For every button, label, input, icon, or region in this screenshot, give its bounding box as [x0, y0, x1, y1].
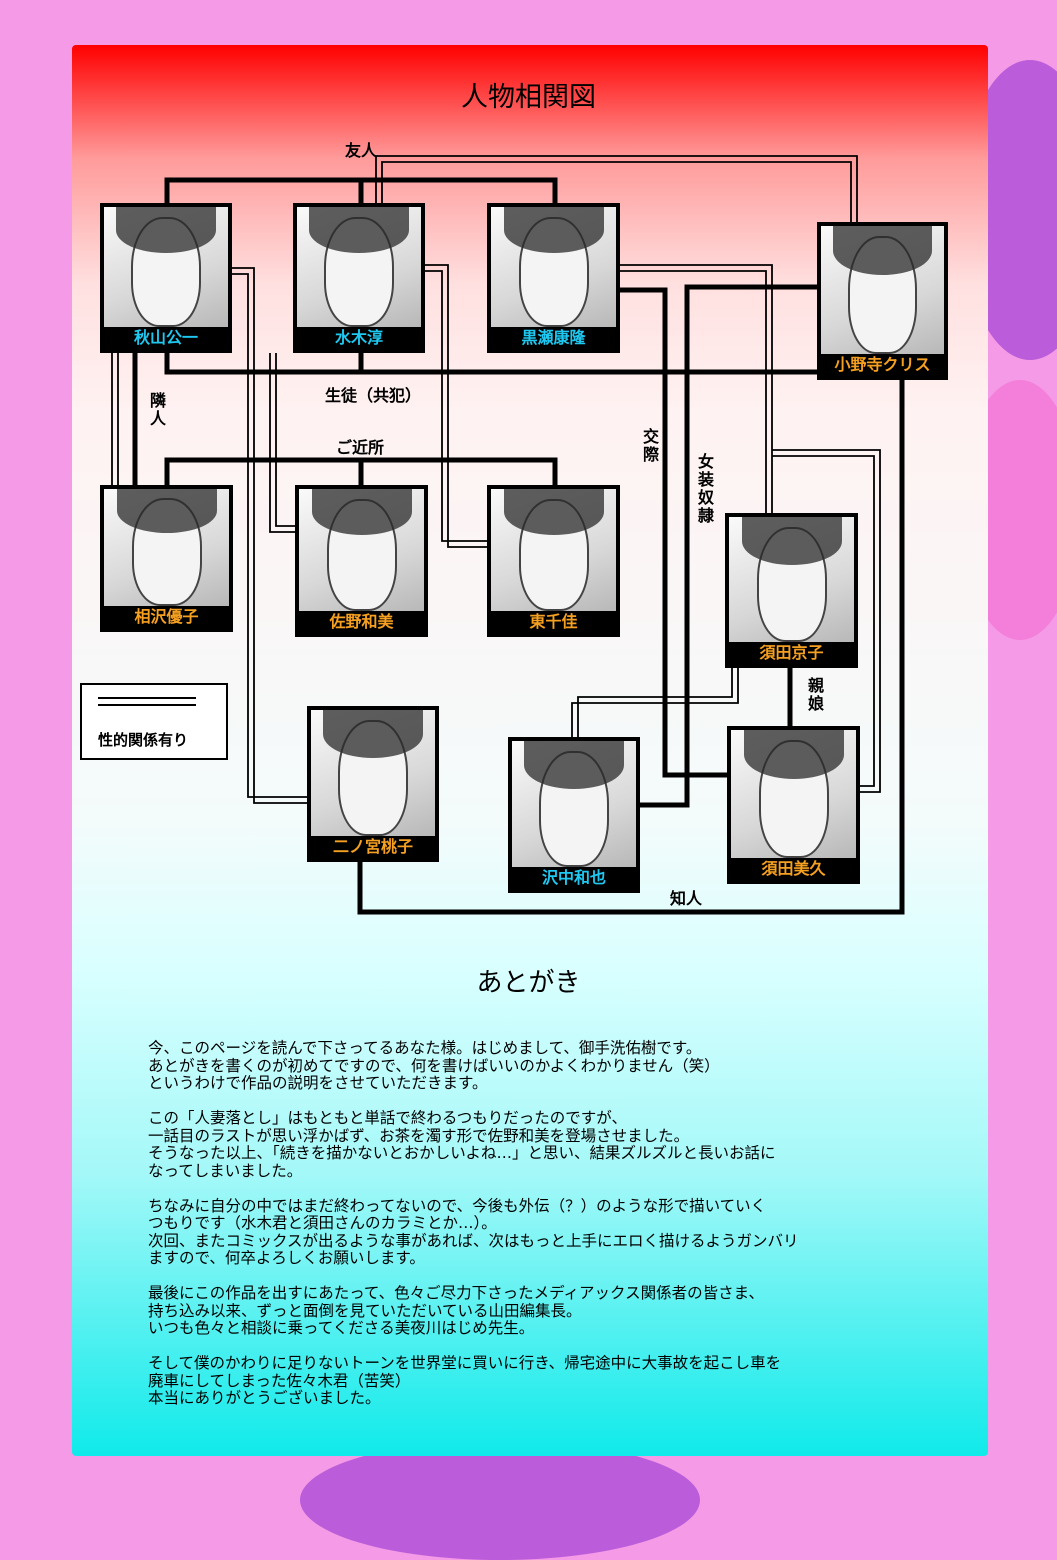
character-name: 黒瀬康隆 [521, 328, 586, 347]
double-line [571, 668, 739, 737]
character-kurose: 黒瀬康隆 [487, 203, 620, 353]
line-crossdress [640, 284, 817, 808]
portrait-image [297, 207, 421, 327]
character-name: 二ノ宮桃子 [332, 837, 413, 856]
afterword-paragraph: この「人妻落とし」はもともと単話で終わるつもりだったのですが、 一話目のラストが… [148, 1109, 776, 1180]
portrait-image [729, 517, 854, 642]
label-acquaintance: 知人 [670, 889, 703, 908]
afterword-paragraph: そして僕のかわりに足りないトーンを世界堂に買いに行き、帰宅途中に大事故を起こし車… [148, 1354, 782, 1407]
character-name: 沢中和也 [541, 868, 606, 887]
label-friends: 友人 [345, 141, 378, 160]
portrait-image [299, 489, 424, 611]
double-line [232, 267, 307, 804]
character-name: 相沢優子 [134, 607, 199, 626]
double-line [425, 264, 487, 548]
double-line [269, 353, 295, 533]
afterword-paragraph: 最後にこの作品を出すにあたって、色々ご尽力下さったメディアックス関係者の皆さま、… [148, 1284, 764, 1337]
character-name: 須田美久 [761, 859, 826, 878]
label-neighborhood: ご近所 [336, 438, 385, 457]
character-akiyama: 秋山公一 [100, 203, 232, 353]
character-suda-kyoko: 須田京子 [725, 513, 858, 668]
portrait-image [104, 207, 228, 327]
line-acquaintance [357, 380, 905, 915]
portrait-image [104, 489, 229, 606]
character-mizuki: 水木淳 [293, 203, 425, 353]
character-name: 小野寺クリス [834, 355, 931, 374]
character-name: 水木淳 [334, 328, 383, 347]
afterword-paragraph: ちなみに自分の中ではまだ終わってないので、今後も外伝（？）のような形で描いていく… [148, 1196, 799, 1267]
portrait-image [311, 710, 435, 836]
legend: 性的関係有り [80, 683, 228, 760]
character-name: 佐野和美 [329, 612, 394, 631]
line-students [164, 353, 817, 375]
portrait-image [821, 226, 944, 354]
character-sano: 佐野和美 [295, 485, 428, 637]
portrait-image [512, 741, 636, 867]
portrait-image [491, 489, 616, 611]
character-ninomiya: 二ノ宮桃子 [307, 706, 439, 862]
label-students: 生徒（共犯） [325, 386, 422, 405]
legend-double-line [98, 697, 196, 706]
portrait-image [491, 207, 616, 327]
character-onodera: 小野寺クリス [817, 222, 948, 380]
character-azuma: 東千佳 [487, 485, 620, 637]
afterword-text: 今、このページを読んで下さってるあなた様。はじめまして、御手洗佑樹です。 あとが… [148, 1039, 928, 1425]
character-aizawa: 相沢優子 [100, 485, 233, 632]
label-crossdress-slave: 女装奴隷 [695, 453, 714, 525]
character-sawanaka: 沢中和也 [508, 737, 640, 893]
character-name: 秋山公一 [133, 328, 198, 347]
portrait-image [731, 730, 856, 858]
character-name: 東千佳 [529, 612, 578, 631]
afterword-title: あとがき [476, 968, 581, 998]
legend-label: 性的関係有り [98, 731, 189, 749]
character-suda-miku: 須田美久 [727, 726, 860, 884]
double-line [111, 353, 119, 485]
page-title: 人物相関図 [461, 82, 596, 113]
double-line [375, 155, 858, 222]
character-name: 須田京子 [759, 643, 824, 662]
line-friends [164, 177, 558, 203]
label-dating: 交際 [640, 428, 659, 464]
double-line [772, 449, 881, 793]
line-neighborhood [164, 457, 558, 485]
relationship-lines [111, 155, 905, 915]
label-parent-child: 親娘 [805, 677, 824, 713]
afterword-paragraph: 今、このページを読んで下さってるあなた様。はじめまして、御手洗佑樹です。 あとが… [148, 1039, 720, 1092]
double-line [620, 264, 773, 513]
line-dating [620, 287, 727, 778]
label-neighbor: 隣人 [147, 392, 166, 428]
